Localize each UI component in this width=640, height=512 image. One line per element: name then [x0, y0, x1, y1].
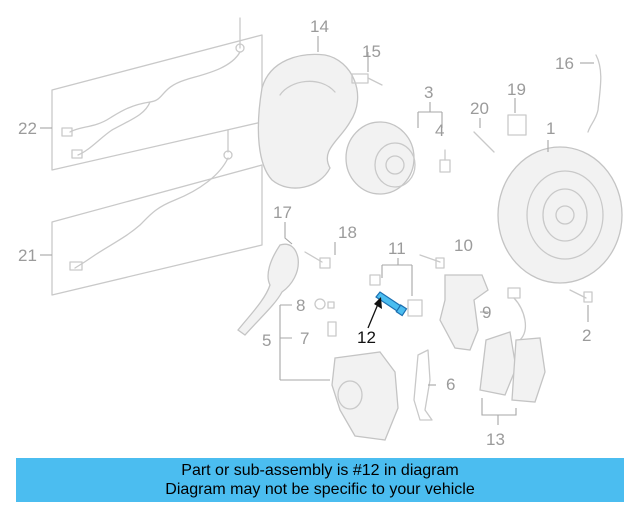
caliper-bracket	[439, 274, 489, 351]
callout-19: 19	[507, 80, 526, 99]
callout-6: 6	[446, 375, 455, 394]
brake-disc	[497, 140, 623, 284]
steering-knuckle	[237, 222, 299, 336]
bolt-2	[569, 289, 593, 322]
callout-20: 20	[470, 99, 489, 118]
sensor-wire-upper	[40, 17, 263, 171]
callout-16: 16	[555, 54, 574, 73]
bolt-10	[419, 254, 445, 269]
callout-2: 2	[582, 326, 591, 345]
wheel-hub	[345, 102, 451, 195]
info-banner: Part or sub-assembly is #12 in diagram D…	[16, 458, 624, 502]
callout-5: 5	[262, 331, 271, 350]
banner-line-part: Part or sub-assembly is #12 in diagram	[181, 462, 459, 479]
callout-7: 7	[300, 329, 309, 348]
parts-diagram: 1 2 3 4 5 6 7 8 9 10 11 12 13 14 15 16 1…	[18, 17, 623, 449]
callout-15: 15	[362, 42, 381, 61]
callout-12: 12	[357, 328, 376, 347]
bolt-18	[304, 242, 336, 269]
brake-pads	[479, 331, 546, 425]
callout-21: 21	[18, 246, 37, 265]
callout-18: 18	[338, 223, 357, 242]
guide-pin-group	[369, 258, 423, 317]
dust-shield	[257, 36, 359, 189]
callout-4: 4	[435, 121, 444, 140]
callout-14: 14	[310, 17, 329, 36]
wear-sensor	[507, 287, 527, 341]
bolt-15	[351, 52, 383, 86]
callout-17: 17	[273, 203, 292, 222]
callout-8: 8	[296, 296, 305, 315]
banner-line-disclaimer: Diagram may not be specific to your vehi…	[165, 481, 475, 498]
brake-caliper	[331, 351, 399, 441]
guide-bolt-12-highlighted	[367, 291, 408, 329]
sensor-wire-lower	[40, 129, 263, 296]
callout-10: 10	[454, 236, 473, 255]
callout-3: 3	[424, 83, 433, 102]
callout-22: 22	[18, 119, 37, 138]
callout-13: 13	[486, 430, 505, 449]
callout-1: 1	[546, 119, 555, 138]
bleeder-group	[279, 298, 337, 381]
callout-11: 11	[388, 239, 406, 258]
retaining-clip	[413, 349, 436, 421]
sensor-19-20	[473, 98, 527, 153]
brake-hose	[580, 54, 602, 133]
callout-9: 9	[482, 303, 491, 322]
